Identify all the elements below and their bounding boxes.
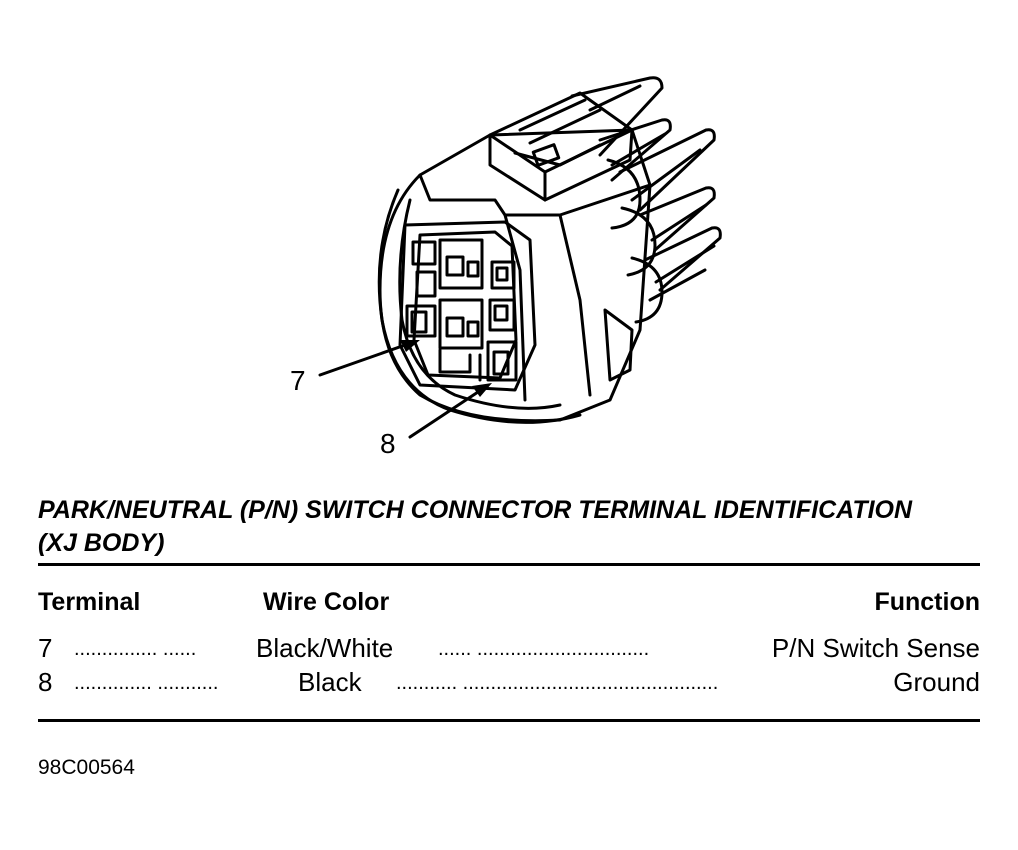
row-wire-color: Black/White [256, 633, 394, 663]
figure-code: 98C00564 [38, 756, 135, 779]
title-line-1: PARK/NEUTRAL (P/N) SWITCH CONNECTOR TERM… [38, 496, 913, 524]
latch-housing [488, 91, 634, 202]
row-terminal: 8 [38, 667, 53, 697]
connector-body [377, 128, 652, 424]
wire-bundle [570, 76, 722, 302]
callout-8: 8 [380, 428, 396, 459]
row-function: P/N Switch Sense [771, 633, 980, 663]
connector-illustration [318, 76, 722, 439]
top-rule [38, 563, 980, 566]
row-function: Ground [893, 667, 980, 697]
wire-boots [606, 158, 664, 324]
header-function: Function [874, 588, 980, 616]
title-line-2: (XJ BODY) [38, 529, 165, 557]
leader-arrow-8 [408, 383, 492, 439]
header-terminal: Terminal [38, 588, 141, 616]
dot-leader: ...... ............................... [438, 638, 650, 660]
dot-leader: .............. ........... [74, 672, 219, 694]
dot-leader: ........... ............................… [396, 672, 719, 694]
terminal-face [398, 220, 537, 392]
callout-7: 7 [290, 365, 306, 396]
table-title: PARK/NEUTRAL (P/N) SWITCH CONNECTOR TERM… [38, 494, 988, 560]
row-terminal: 7 [38, 633, 53, 663]
leader-arrow-7 [318, 340, 420, 377]
header-wire-color: Wire Color [263, 588, 390, 616]
dot-leader: ............... ...... [74, 638, 197, 660]
row-wire-color: Black [298, 667, 362, 697]
bottom-rule [38, 719, 980, 722]
